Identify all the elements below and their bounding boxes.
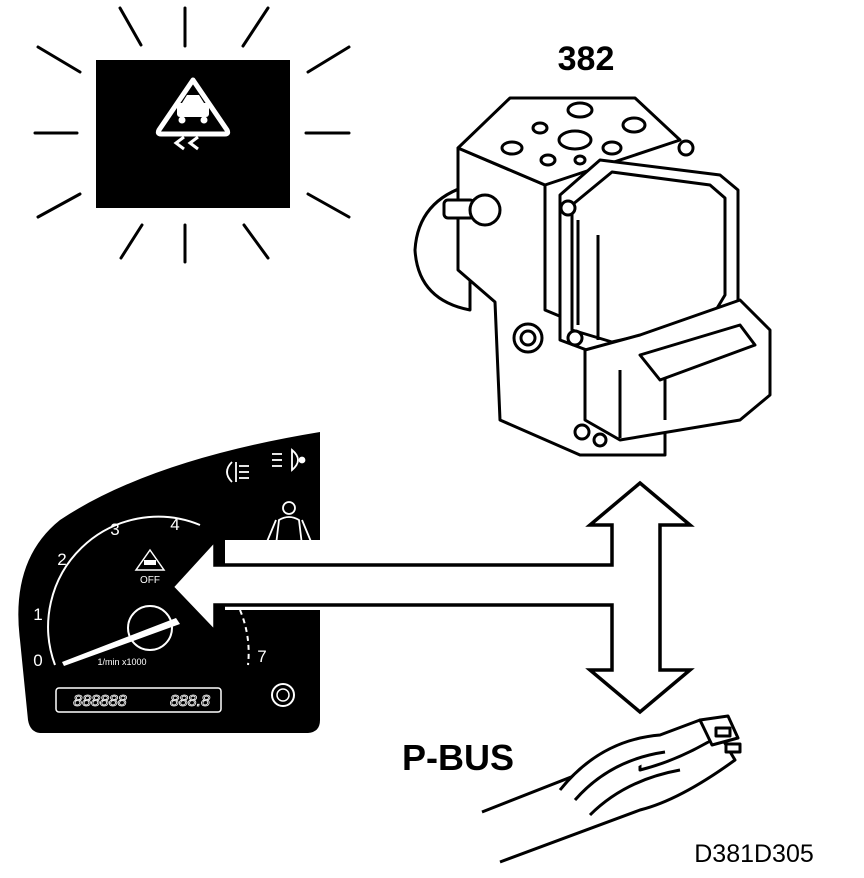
bus-arrow [169, 480, 695, 715]
communication-arrows [169, 480, 695, 715]
tach-red-zone [239, 609, 250, 666]
tach-number-2: 2 [57, 550, 66, 569]
figure-id: D381D305 [694, 840, 814, 868]
fog-light-icon [226, 461, 249, 483]
flash-rays [33, 6, 351, 264]
cluster-panel [18, 432, 320, 733]
tach-unit-label: 1/min x1000 [97, 657, 146, 667]
odometer-display: 888888 888.8 [55, 687, 222, 713]
reset-knob [271, 683, 295, 707]
tcs-off-icon [134, 548, 166, 571]
tach-hub [127, 605, 173, 651]
tcs-off-label: OFF [140, 575, 160, 586]
pbus-label: P-BUS [402, 737, 514, 778]
headlight-icon [272, 448, 306, 472]
pbus-cable [481, 714, 742, 864]
tach-number-1: 1 [33, 605, 42, 624]
odometer-trip: 888.8 [170, 693, 210, 710]
tach-dial-arc [47, 515, 201, 666]
tach-needle [62, 618, 180, 666]
tach-number-7: 7 [257, 647, 266, 666]
module-label: 382 [558, 40, 615, 78]
traction-control-icon [155, 77, 231, 151]
hydraulic-module-drawing [413, 96, 772, 457]
warning-lamp-group [33, 6, 351, 264]
odometer-total: 888888 [73, 693, 126, 710]
tach-number-3: 3 [110, 520, 119, 539]
tach-number-4: 4 [170, 515, 179, 534]
tach-number-0: 0 [33, 651, 42, 670]
